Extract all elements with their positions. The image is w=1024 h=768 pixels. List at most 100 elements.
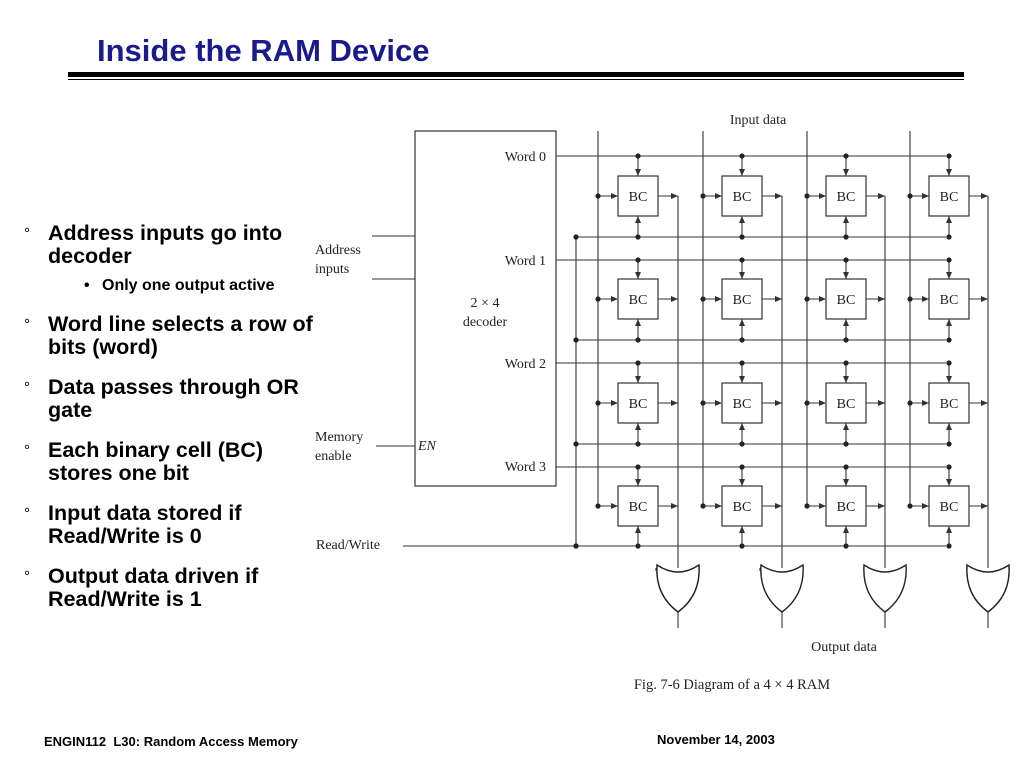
binary-cell-label: BC [940,500,959,515]
junction-dot [700,296,706,302]
bullet-item: ° Input data stored if Read/Write is 0 [22,502,322,548]
or-gate [863,563,907,613]
binary-cell-label: BC [940,190,959,205]
binary-cell [617,382,659,424]
junction-dot [804,193,810,199]
word-label: Word 3 [505,460,546,475]
memory-enable-label-line2: enable [315,449,352,464]
junction-dot [573,234,579,240]
binary-cell-label: BC [940,397,959,412]
junction-dot [843,543,849,549]
junction-dot [739,360,745,366]
binary-cell-label: BC [733,190,752,205]
junction-dot [739,257,745,263]
binary-cell [928,382,970,424]
bullet-text: Each binary cell (BC) stores one bit [48,438,264,485]
junction-dot [635,234,641,240]
footer-date: November 14, 2003 [657,732,775,747]
bullet-text: Data passes through OR gate [48,375,299,422]
junction-dot [700,503,706,509]
output-data-label: Output data [811,640,877,655]
title-rule [68,72,964,77]
binary-cell [721,382,763,424]
binary-cell-label: BC [837,500,856,515]
junction-dot [946,441,952,447]
binary-cell-label: BC [629,397,648,412]
binary-cell [721,278,763,320]
junction-dot [843,360,849,366]
junction-dot [843,153,849,159]
junction-dot [635,464,641,470]
junction-dot [739,153,745,159]
junction-dot [946,543,952,549]
or-gate [760,563,804,613]
junction-dot [946,257,952,263]
junction-dot [635,153,641,159]
binary-cell [721,485,763,527]
junction-dot [739,337,745,343]
junction-dot [843,441,849,447]
junction-dot [595,400,601,406]
binary-cell-label: BC [733,500,752,515]
junction-dot [635,543,641,549]
junction-dot [843,234,849,240]
junction-dot [946,464,952,470]
read-write-label: Read/Write [316,538,380,553]
sub-bullet-item: • Only one output active [22,276,322,296]
binary-cell-label: BC [733,397,752,412]
figure-caption: Fig. 7-6 Diagram of a 4 × 4 RAM [634,677,830,693]
junction-dot [635,337,641,343]
bullet-marker: ° [24,505,30,522]
decoder-box [414,130,557,487]
word-label: Word 2 [505,357,546,372]
junction-dot [595,503,601,509]
bullet-text: Input data stored if Read/Write is 0 [48,501,242,548]
binary-cell [825,382,867,424]
binary-cell [721,175,763,217]
junction-dot [739,464,745,470]
sub-bullet-text: Only one output active [102,277,275,294]
bullet-marker: ° [24,568,30,585]
word-label: Word 0 [505,150,546,165]
binary-cell-label: BC [733,293,752,308]
bullet-marker: ° [24,225,30,242]
bullet-item: ° Address inputs go into decoder [22,222,322,268]
junction-dot [739,441,745,447]
or-gate [966,563,1010,613]
junction-dot [843,337,849,343]
junction-dot [907,400,913,406]
junction-dot [843,257,849,263]
binary-cell [928,485,970,527]
bullet-text: Word line selects a row of bits (word) [48,312,313,359]
binary-cell-label: BC [837,397,856,412]
junction-dot [907,296,913,302]
junction-dot [907,193,913,199]
junction-dot [946,337,952,343]
binary-cell-label: BC [837,293,856,308]
decoder-label-line2: decoder [463,315,508,330]
junction-dot [946,360,952,366]
binary-cell [928,175,970,217]
binary-cell-label: BC [629,500,648,515]
bullet-marker: ° [24,379,30,396]
junction-dot [946,234,952,240]
junction-dot [804,296,810,302]
binary-cell-label: BC [629,190,648,205]
decoder-label-line1: 2 × 4 [471,296,500,311]
bullet-item: ° Word line selects a row of bits (word) [22,313,322,359]
title-rule-thin [68,79,964,80]
junction-dot [573,441,579,447]
junction-dot [843,464,849,470]
bullet-text: Address inputs go into decoder [48,221,283,268]
binary-cell [617,175,659,217]
binary-cell-label: BC [940,293,959,308]
bullet-text: Output data driven if Read/Write is 1 [48,564,259,611]
binary-cell [928,278,970,320]
bullet-item: ° Output data driven if Read/Write is 1 [22,565,322,611]
binary-cell [825,278,867,320]
bullet-marker: ° [24,442,30,459]
junction-dot [635,441,641,447]
junction-dot [907,503,913,509]
junction-dot [739,543,745,549]
